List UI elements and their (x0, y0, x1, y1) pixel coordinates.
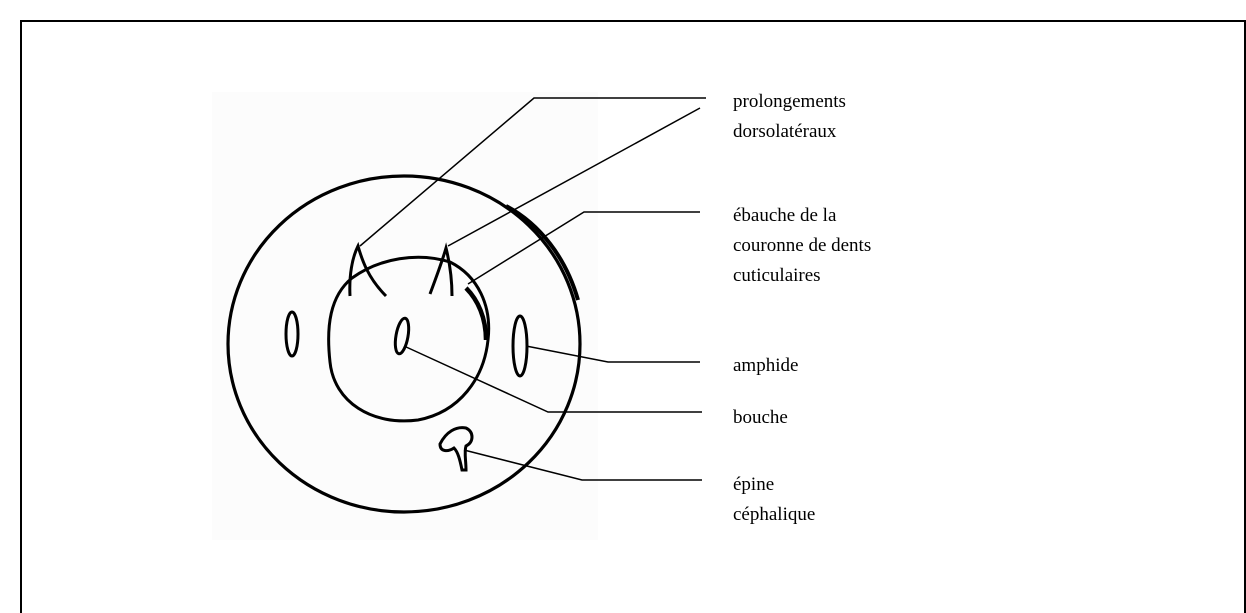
scan-background (212, 92, 598, 540)
right-prolongation (428, 242, 454, 297)
outer-head-outline (226, 174, 582, 514)
label-epine-cephalique: épine céphalique (733, 470, 815, 530)
leader-lines (359, 97, 706, 481)
label-amphide: amphide (733, 351, 798, 381)
cephalic-spine (438, 426, 474, 472)
label-line: couronne de dents (733, 235, 872, 256)
leader-bouche (403, 345, 702, 413)
label-line: ébauche de la (733, 205, 837, 226)
label-line: dorsolatéraux (733, 121, 837, 142)
figure-frame (20, 20, 1246, 613)
label-line: cuticulaires (733, 265, 821, 286)
label-ebauche-couronne: ébauche de la couronne de dents cuticula… (733, 201, 871, 291)
label-prolongements-dorsolateraux: prolongements dorsolatéraux (733, 87, 846, 147)
label-line: céphalique (733, 504, 816, 525)
label-bouche: bouche (733, 403, 788, 433)
inner-region-thick-edge (464, 286, 489, 341)
label-line: bouche (733, 407, 788, 428)
left-amphid (284, 310, 300, 358)
inner-region-outline (327, 255, 491, 423)
leader-ebauche (467, 211, 700, 285)
leader-prolongation-right (447, 107, 701, 247)
leader-amphide (525, 345, 700, 363)
label-line: épine (733, 474, 775, 495)
mouth (393, 316, 411, 356)
label-line: prolongements (733, 91, 846, 112)
leader-prolongation-left (359, 97, 706, 247)
left-prolongation (348, 241, 388, 298)
outer-outline-thick-edge (505, 204, 580, 301)
leader-epine (463, 449, 702, 481)
label-line: amphide (733, 355, 799, 376)
